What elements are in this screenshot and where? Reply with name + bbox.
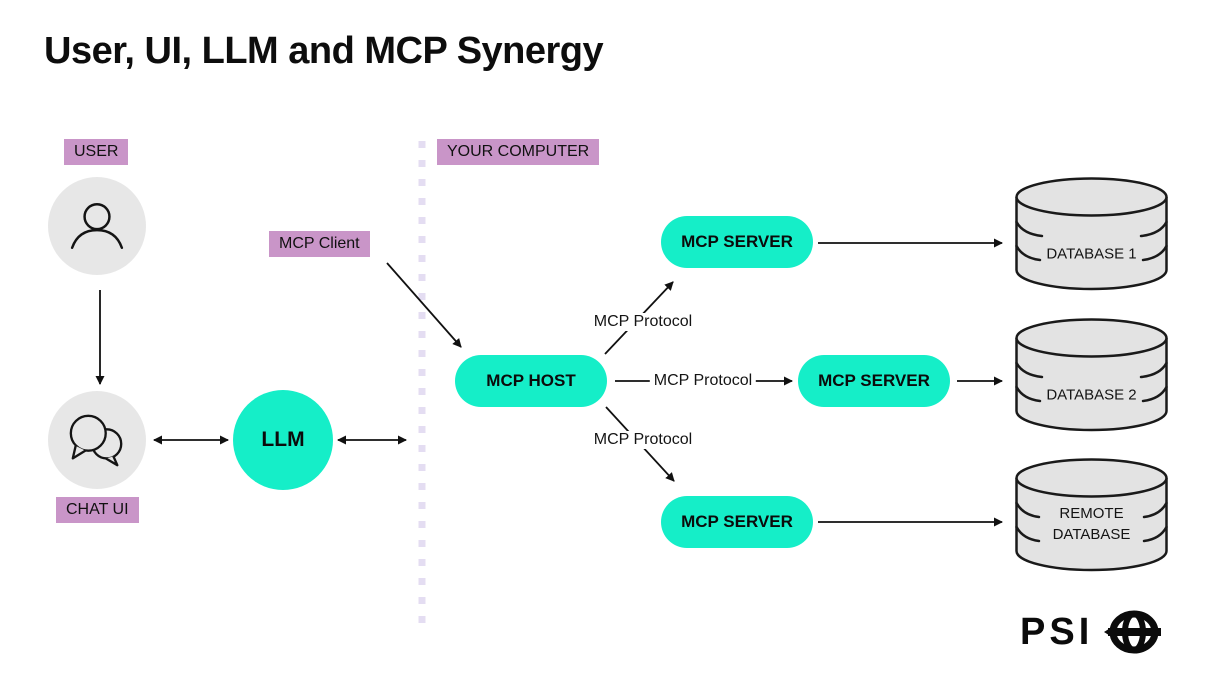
psi-logo: PSI [1020,608,1164,656]
mcp-server-top-node: MCP SERVER [661,216,813,268]
database2-label: DATABASE 2 [1046,386,1137,404]
mcp-server-top-label: MCP SERVER [681,232,793,251]
chat-ui-badge: CHAT UI [56,497,139,523]
database-cylinder-icon [1015,458,1168,572]
chat-ui-node [48,391,146,489]
mcp-client-badge: MCP Client [269,231,370,257]
database1-node: DATABASE 1 [1015,177,1168,291]
mcp-protocol-label-bottom: MCP Protocol [589,431,697,449]
mcp-server-middle-label: MCP SERVER [818,371,930,390]
remote-database-label: REMOTE DATABASE [1015,503,1168,545]
remote-database-line1: REMOTE [1059,505,1124,522]
llm-node-label: LLM [261,428,305,451]
database2-node: DATABASE 2 [1015,318,1168,432]
mcp-server-bottom-label: MCP SERVER [681,512,793,531]
user-node [48,177,146,275]
chat-bubbles-icon [69,414,123,467]
mcp-host-label: MCP HOST [486,371,576,390]
mcp-server-bottom-node: MCP SERVER [661,496,813,548]
database1-label: DATABASE 1 [1046,245,1137,263]
mcp-protocol-label-top: MCP Protocol [589,313,697,331]
remote-database-node: REMOTE DATABASE [1015,458,1168,572]
user-badge: USER [64,139,129,165]
database-cylinder-icon [1015,177,1168,291]
your-computer-badge: YOUR COMPUTER [437,139,600,165]
arrow-mcpclient-to-host [386,262,462,348]
mcp-protocol-label-middle: MCP Protocol [649,372,757,390]
remote-database-line2: DATABASE [1052,526,1131,543]
mcp-host-node: MCP HOST [455,355,607,407]
globe-icon [1104,610,1162,654]
psi-logo-text: PSI [1020,611,1094,653]
person-icon [70,203,124,249]
llm-node: LLM [233,390,333,490]
page-title: User, UI, LLM and MCP Synergy [44,30,604,72]
database-cylinder-icon [1015,318,1168,432]
mcp-server-middle-node: MCP SERVER [798,355,950,407]
